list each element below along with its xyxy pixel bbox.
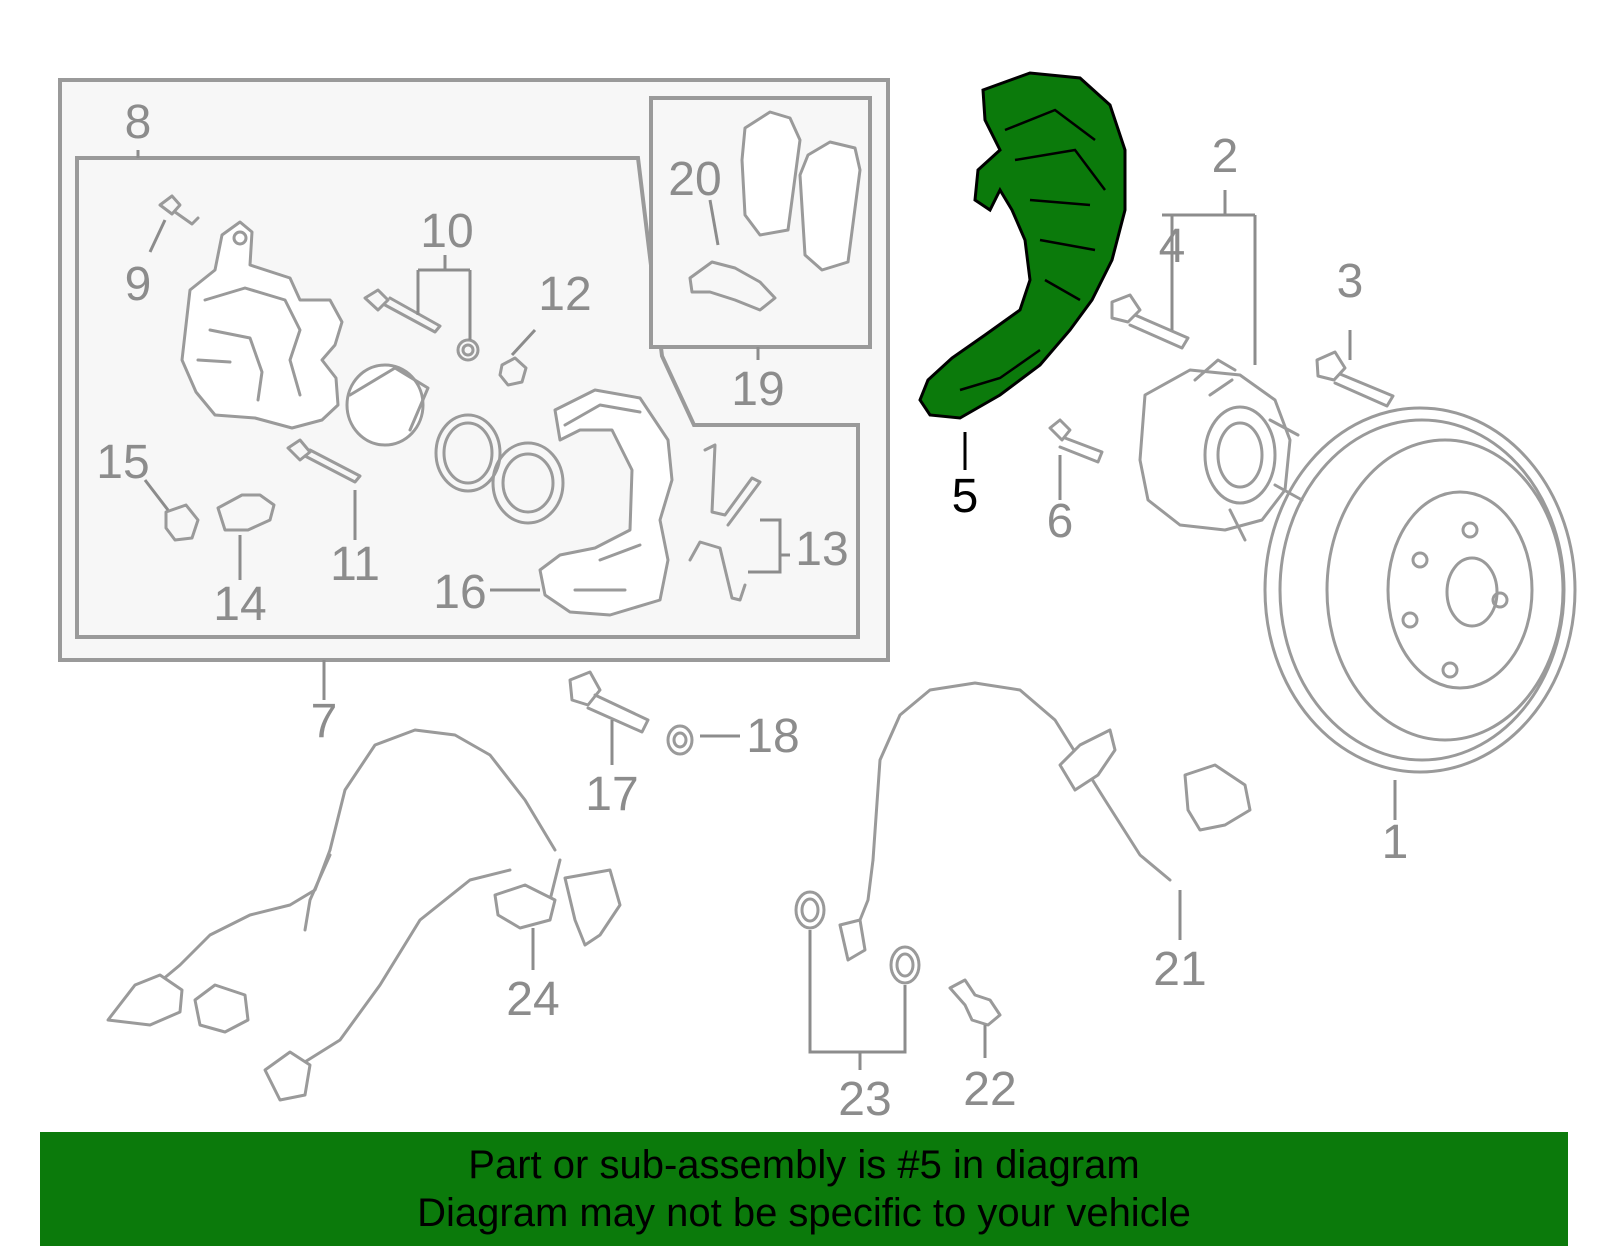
callout-9[interactable]: 9 <box>125 258 152 311</box>
caliper-body-drawing <box>180 220 344 430</box>
callout-21[interactable]: 21 <box>1153 943 1206 996</box>
abs-sensor-left-drawing <box>106 728 622 1102</box>
callout-3[interactable]: 3 <box>1337 255 1364 308</box>
callout-11[interactable]: 11 <box>330 538 380 591</box>
callout-19[interactable]: 19 <box>731 363 784 416</box>
dust-shield-part-5[interactable] <box>918 71 1127 420</box>
callout-23[interactable]: 23 <box>838 1073 891 1126</box>
callout-4[interactable]: 4 <box>1159 220 1186 273</box>
hub-bolts <box>1048 293 1395 464</box>
callout-24[interactable]: 24 <box>506 973 559 1026</box>
clips-drawing <box>688 443 762 602</box>
callout-10[interactable]: 10 <box>420 205 473 258</box>
dust-shield-ribs <box>959 108 1106 392</box>
callouts: 1 2 3 4 5 6 7 8 9 10 11 12 13 14 15 16 1… <box>96 96 1408 1126</box>
callout-15[interactable]: 15 <box>96 436 149 489</box>
callout-20[interactable]: 20 <box>668 153 721 206</box>
callout-14[interactable]: 14 <box>213 578 266 631</box>
callout-13[interactable]: 13 <box>795 523 848 576</box>
caliper-bolts <box>158 194 528 542</box>
hub-drawing <box>1138 358 1304 542</box>
leader-lines <box>136 150 1397 1070</box>
callout-1[interactable]: 1 <box>1382 816 1409 869</box>
bolt-17-nut-18 <box>568 670 694 756</box>
callout-7[interactable]: 7 <box>311 695 338 748</box>
callout-17[interactable]: 17 <box>585 768 638 821</box>
callout-22[interactable]: 22 <box>963 1063 1016 1116</box>
banner-line-part: Part or sub-assembly is #5 in diagram <box>468 1143 1140 1187</box>
callout-5[interactable]: 5 <box>952 470 979 523</box>
part-info-banner: Part or sub-assembly is #5 in diagram Di… <box>40 1132 1568 1246</box>
callout-12[interactable]: 12 <box>538 268 591 321</box>
callout-16[interactable]: 16 <box>433 566 486 619</box>
piston-and-seals <box>345 363 565 525</box>
abs-sensor-right-drawing <box>794 681 1252 1027</box>
callout-2[interactable]: 2 <box>1212 130 1239 183</box>
callout-8[interactable]: 8 <box>125 96 152 149</box>
banner-line-disclaimer: Diagram may not be specific to your vehi… <box>417 1191 1191 1235</box>
callout-18[interactable]: 18 <box>746 710 799 763</box>
rotor-drawing <box>1263 406 1577 774</box>
caliper-bracket-drawing <box>538 388 674 617</box>
callout-6[interactable]: 6 <box>1047 495 1074 548</box>
brake-pads-drawing <box>688 110 862 312</box>
